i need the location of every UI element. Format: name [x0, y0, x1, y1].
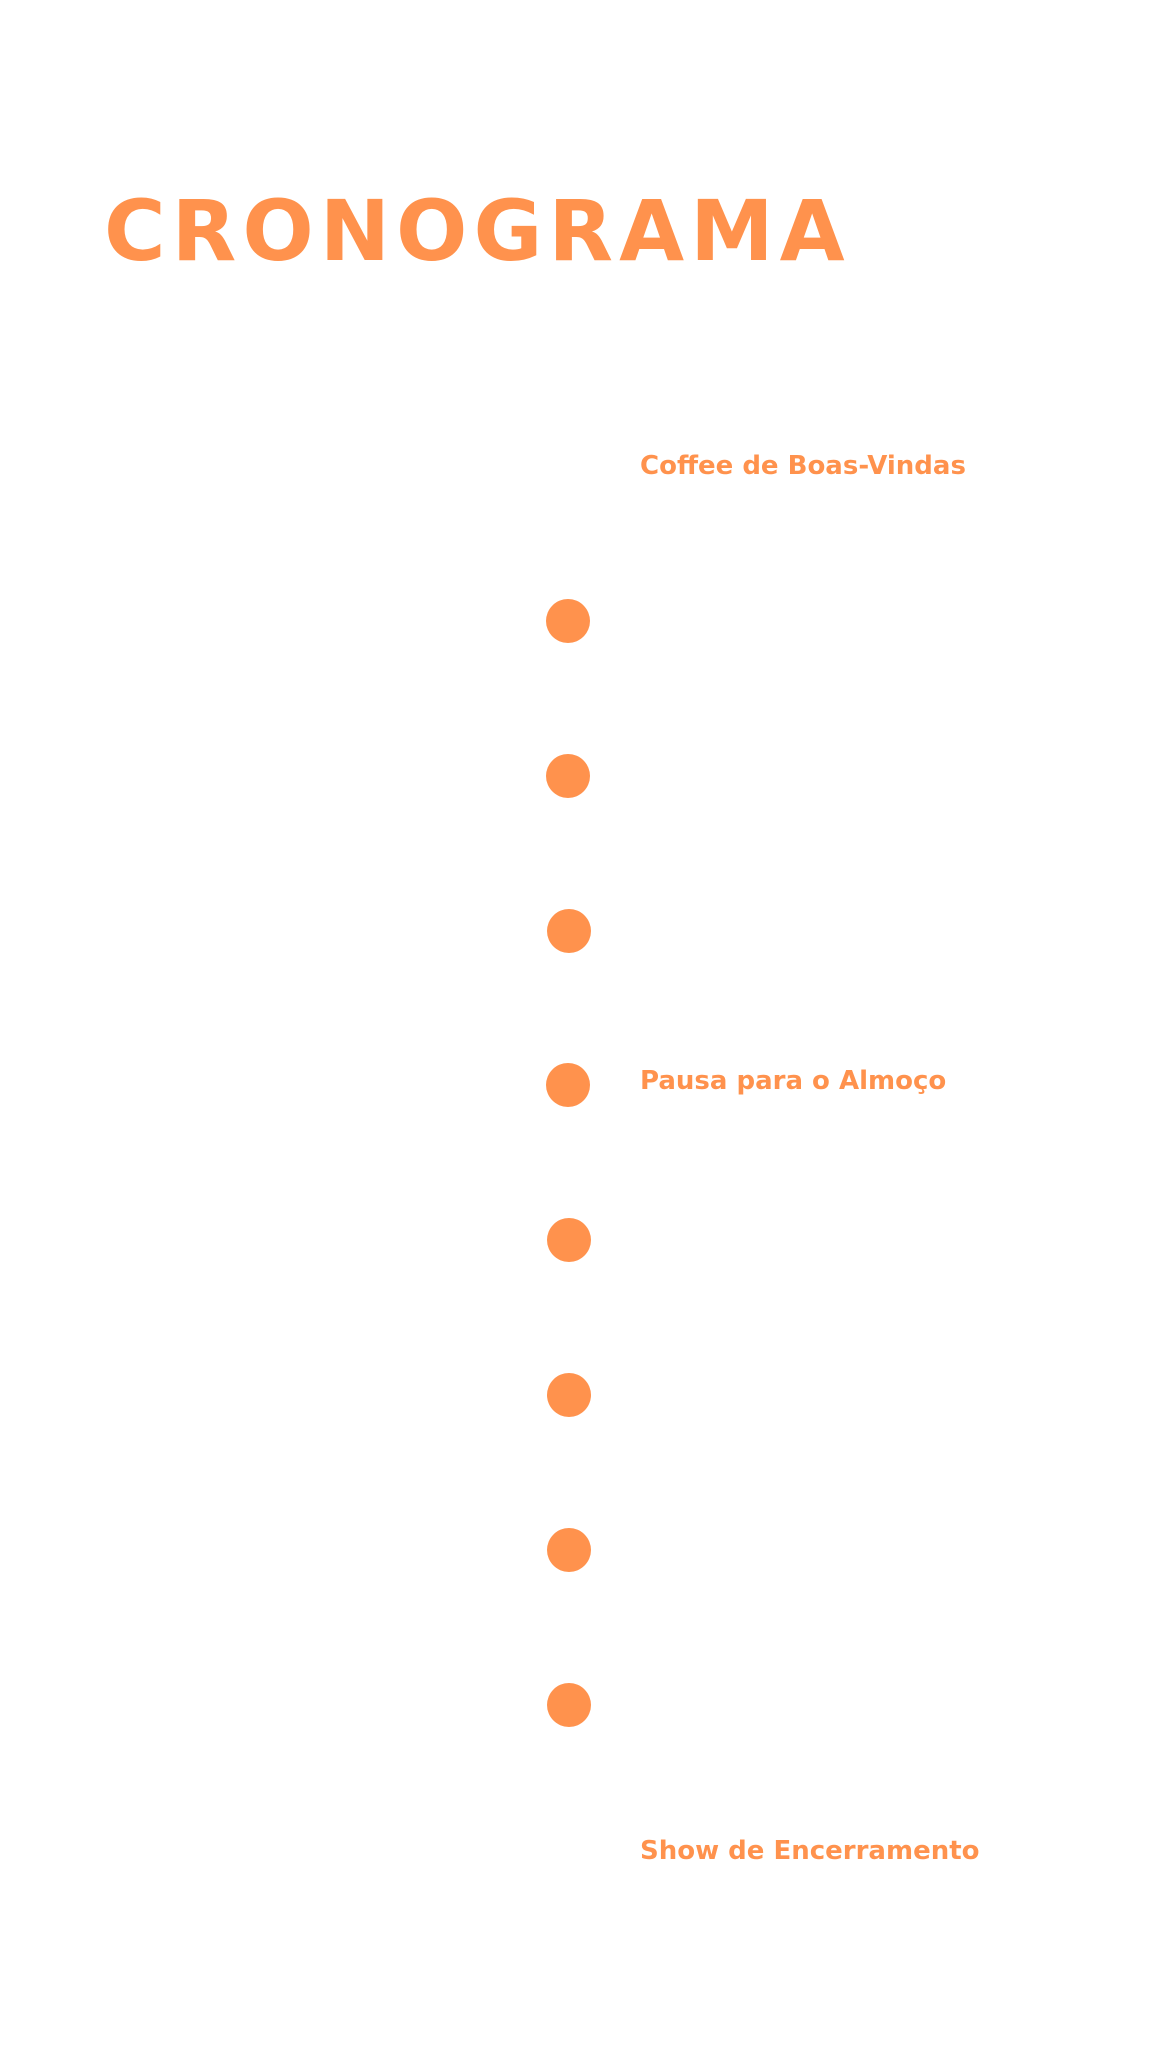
timeline-dot	[547, 1528, 591, 1572]
page-title: CRONOGRAMA	[104, 182, 851, 280]
schedule-item-coffee: Coffee de Boas-Vindas	[640, 451, 966, 481]
timeline-dot	[547, 909, 591, 953]
schedule-item-closing-show: Show de Encerramento	[640, 1836, 980, 1866]
timeline-dot	[547, 1218, 591, 1262]
timeline-dot	[546, 1063, 590, 1107]
timeline-dot	[547, 1373, 591, 1417]
timeline-dot	[546, 754, 590, 798]
timeline-dot	[546, 599, 590, 643]
schedule-item-lunch: Pausa para o Almoço	[640, 1066, 947, 1096]
timeline-dot	[547, 1683, 591, 1727]
